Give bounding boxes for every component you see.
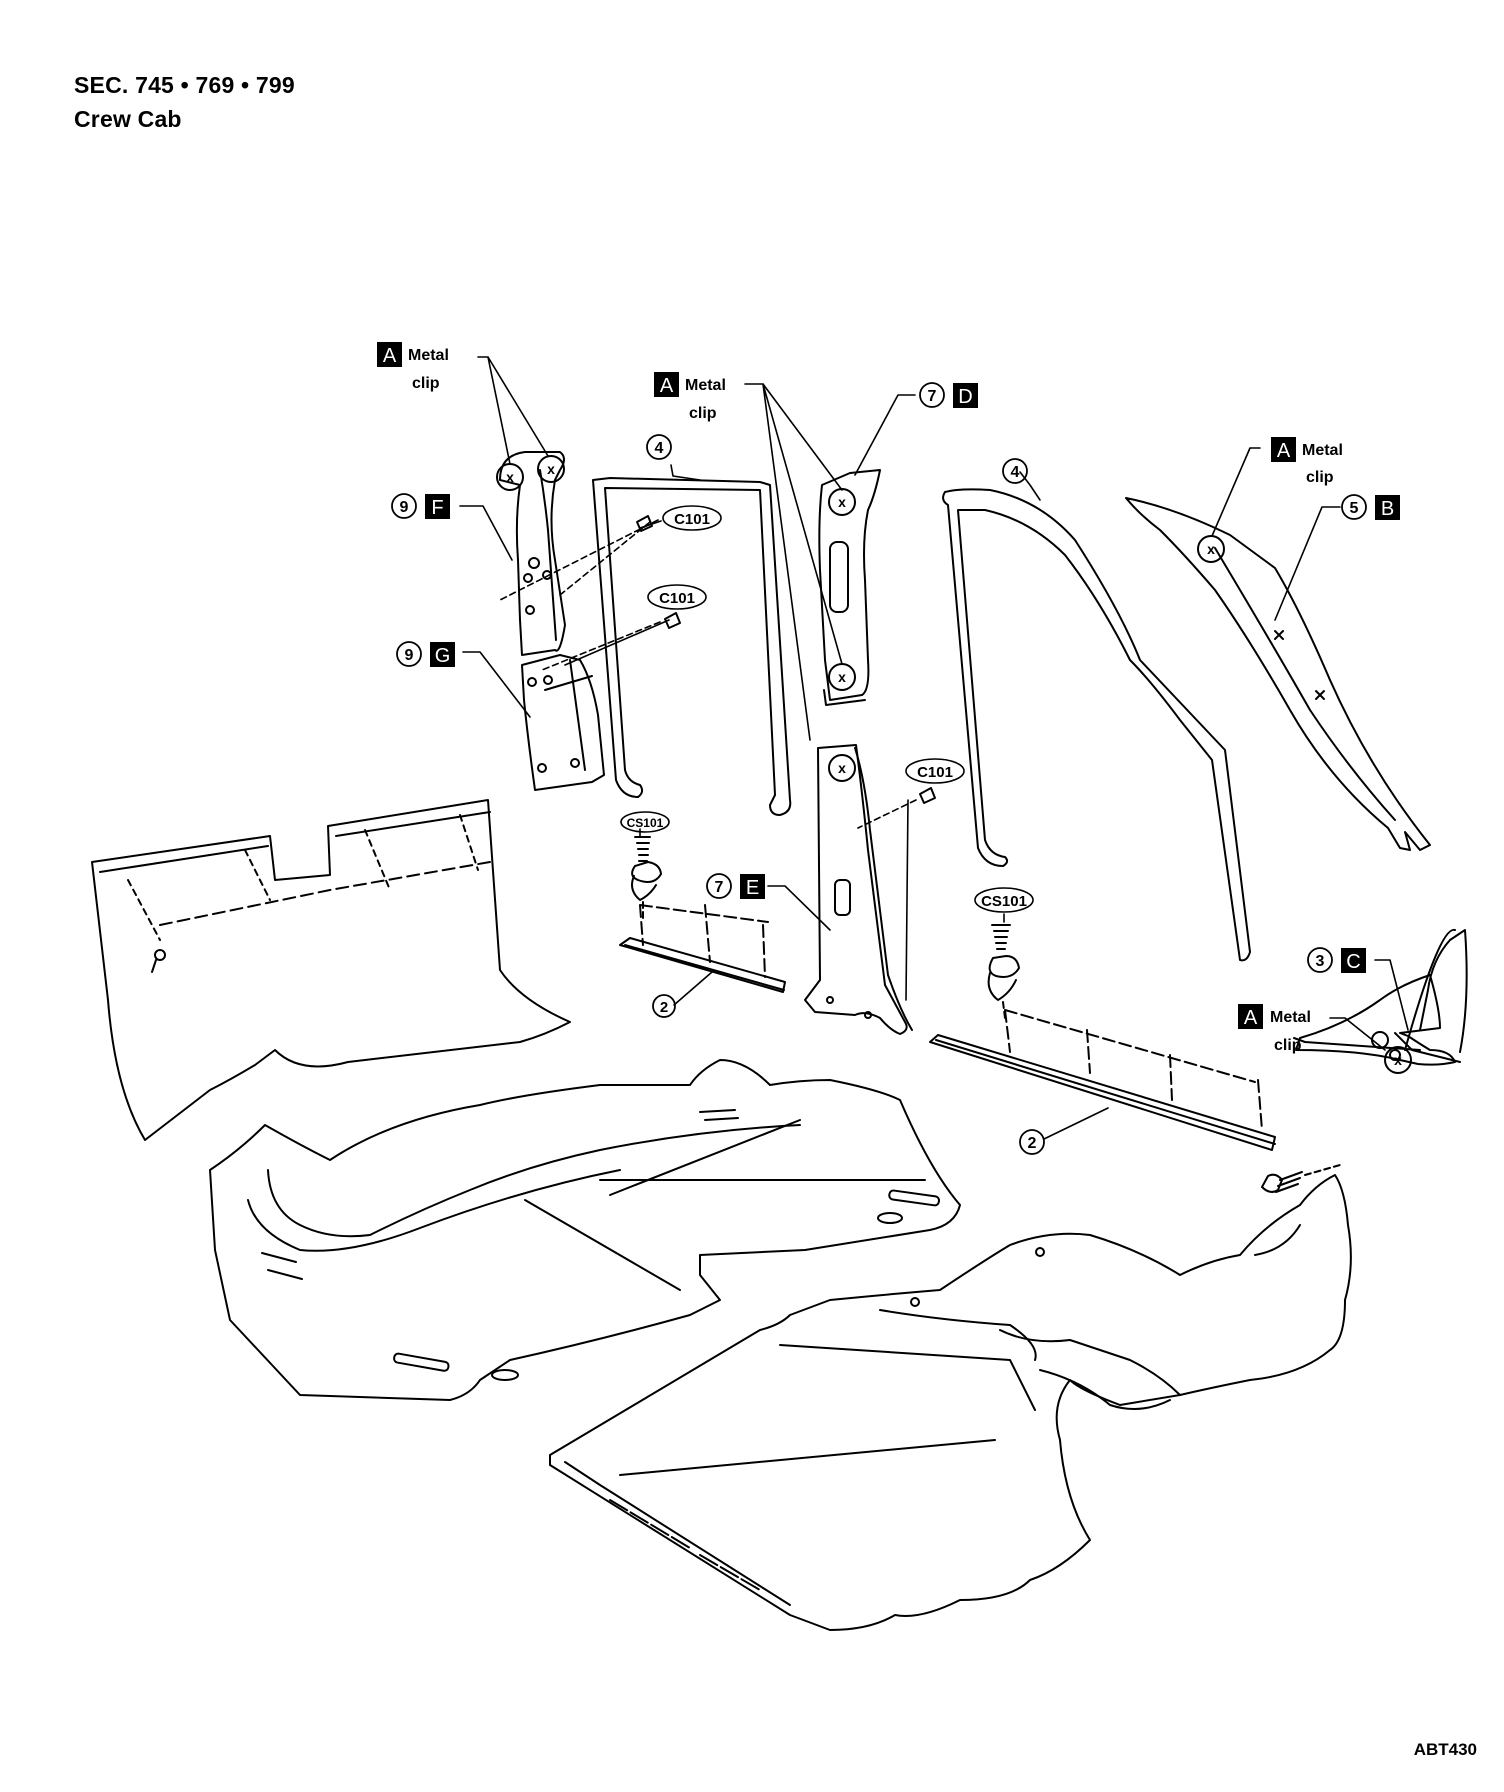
clip-marker-3: x (838, 494, 846, 510)
metal-clip-letter: A (1277, 440, 1291, 462)
callout-number: 7 (928, 388, 937, 405)
metal-clip-letter: A (1244, 1007, 1258, 1029)
callout-4-right: 4 (1002, 458, 1028, 484)
weatherstrip-4-left (592, 477, 792, 816)
callout-number: 2 (660, 999, 668, 1016)
metal-clip-word-2: clip (1306, 469, 1334, 486)
cs101-label-2: CS101 (974, 887, 1034, 913)
center-pillar-upper-7d (818, 469, 881, 706)
callout-2-right: 2 (1019, 1129, 1045, 1155)
clip-c101-3 (919, 787, 936, 804)
weatherstrip-4-right (942, 488, 1251, 962)
kicking-plate-2-rear (619, 904, 786, 993)
clip-marker-5: x (838, 760, 846, 776)
cab-type-label: Crew Cab (74, 106, 182, 132)
callout-number: 9 (405, 647, 414, 664)
figure-code: ABT430 (1413, 1740, 1477, 1759)
callout-number: 7 (715, 879, 724, 896)
clip-marker-2: x (547, 461, 555, 477)
c101-label-2: C101 (647, 584, 707, 610)
callout-letter: G (435, 645, 451, 667)
metal-clip-word-2: clip (1274, 1037, 1302, 1054)
metal-clip-label-2: A Metal clip (654, 372, 726, 422)
callout-number: 4 (655, 440, 664, 457)
callout-letter: B (1381, 498, 1394, 520)
clip-marker-6: x (1207, 541, 1215, 557)
front-floor-mat (549, 1174, 1352, 1631)
metal-clip-word-1: Metal (408, 347, 449, 364)
cs101-label-1: CS101 (620, 811, 670, 833)
clip-marker-1: x (506, 469, 514, 485)
metal-clip-letter: A (660, 375, 674, 397)
callout-letter: C (1346, 951, 1360, 973)
callout-letter: E (746, 877, 759, 899)
clip-marker-7: x (1394, 1052, 1402, 1068)
callout-number: 3 (1316, 953, 1325, 970)
metal-clip-letter: A (383, 345, 397, 367)
screw-clip-left (631, 836, 662, 919)
callout-letter: F (431, 497, 443, 519)
callout-4-left: 4 (646, 434, 672, 460)
callout-9f: 9 F (391, 493, 450, 519)
kick-panel-screw (1261, 1164, 1341, 1193)
metal-clip-word-2: clip (689, 405, 717, 422)
clip-marker-4: x (838, 669, 846, 685)
c101-text: C101 (659, 590, 695, 607)
clip-c101-2 (664, 612, 681, 629)
callout-number: 9 (400, 499, 409, 516)
metal-clip-word-1: Metal (1302, 442, 1343, 459)
c101-text: C101 (917, 764, 953, 781)
c101-label-3: C101 (905, 758, 965, 784)
rear-floor-carpet (91, 799, 571, 1141)
rear-pillar-lower-9g (521, 654, 605, 791)
clip-markers: x x x x x x x (506, 461, 1402, 1068)
kick-panel-3c (1293, 928, 1468, 1074)
callout-number: 2 (1028, 1135, 1037, 1152)
cs101-text: CS101 (981, 893, 1027, 910)
rear-pillar-upper-9f (496, 451, 566, 656)
callout-5b: 5 B (1341, 494, 1400, 520)
section-number: SEC. 745 • 769 • 799 (74, 72, 295, 98)
center-pillar-lower-7e (804, 744, 913, 1035)
callout-2-left: 2 (652, 994, 676, 1018)
metal-clip-label-4: A Metal clip (1238, 1004, 1311, 1054)
metal-clip-word-2: clip (412, 375, 440, 392)
metal-clip-label-1: A Metal clip (377, 342, 449, 392)
callout-9g: 9 G (396, 641, 455, 667)
callout-3c: 3 C (1307, 947, 1366, 973)
callout-7d: 7 D (919, 382, 978, 408)
c101-label-1: C101 (662, 505, 722, 531)
front-pillar-5b (1125, 497, 1431, 851)
front-floor-carpet (209, 1059, 961, 1401)
leader-lines (459, 356, 1409, 1140)
cs101-text: CS101 (627, 816, 664, 830)
callout-letter: D (958, 386, 972, 408)
callout-number: 4 (1011, 464, 1020, 481)
callout-number: 5 (1350, 500, 1359, 517)
metal-clip-word-1: Metal (685, 377, 726, 394)
c101-text: C101 (674, 511, 710, 528)
kicking-plate-2-front (929, 1009, 1276, 1151)
metal-clip-word-1: Metal (1270, 1009, 1311, 1026)
screw-clip-right (987, 924, 1020, 1019)
metal-clip-label-3: A Metal clip (1271, 437, 1343, 486)
callout-7e: 7 E (706, 873, 765, 899)
